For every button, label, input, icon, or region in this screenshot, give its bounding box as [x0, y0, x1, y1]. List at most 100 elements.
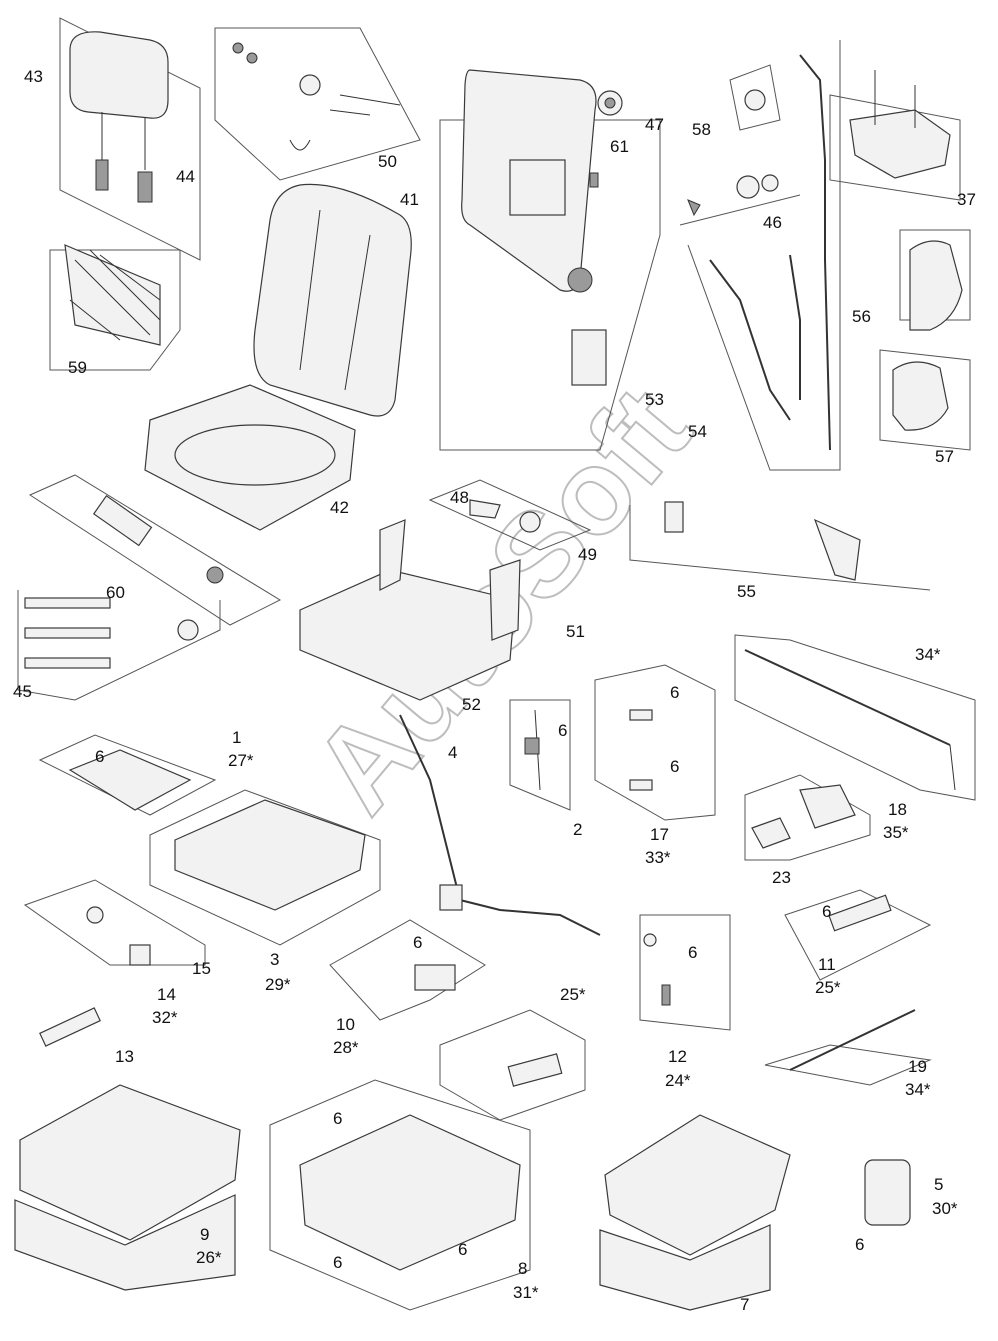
part-42-seat-cushion[interactable]	[144, 384, 356, 531]
callout-5: 5	[934, 1175, 943, 1194]
part-11-damper[interactable]	[784, 889, 932, 981]
callout-6-i: 6	[855, 1235, 864, 1254]
callout-4: 4	[448, 743, 457, 762]
part-18-handle[interactable]	[744, 774, 871, 861]
part-25-actuator[interactable]	[439, 1009, 586, 1121]
part-54-wiring-harness[interactable]	[687, 40, 841, 471]
callout-47: 47	[645, 115, 664, 134]
callout-labels: 43 44 41 50 47 61 58 46 37 56 53 54 57 5…	[13, 67, 976, 1314]
part-43-headrest[interactable]	[59, 17, 201, 261]
callout-54: 54	[688, 422, 707, 441]
part-14-bracket[interactable]	[129, 944, 151, 966]
callout-15: 15	[192, 959, 211, 978]
part-5-valve[interactable]	[864, 1159, 911, 1226]
part-19-rod[interactable]	[764, 1009, 932, 1086]
part-55-seat-belt[interactable]	[629, 501, 931, 591]
part-45-slide-rails[interactable]	[17, 590, 221, 701]
callout-60: 60	[106, 583, 125, 602]
part-10-motor[interactable]	[329, 919, 486, 1021]
part-4-wiring[interactable]	[399, 714, 601, 936]
callout-6-g: 6	[688, 943, 697, 962]
part-53-backrest-frame[interactable]	[439, 69, 661, 451]
part-56-side-cover[interactable]	[899, 229, 971, 331]
callout-11: 11	[818, 955, 836, 974]
part-13-gas-spring[interactable]	[39, 1007, 101, 1047]
callout-55: 55	[737, 582, 756, 601]
callout-7: 7	[740, 1295, 749, 1314]
part-34-rod[interactable]	[734, 634, 976, 801]
part-7-suspension-assembly[interactable]	[599, 1114, 791, 1311]
part-23-grip[interactable]	[751, 817, 791, 849]
part-9-bellows[interactable]	[14, 1084, 241, 1291]
callout-57: 57	[935, 447, 954, 466]
callout-14: 14	[157, 985, 176, 1004]
callout-12: 12	[668, 1047, 687, 1066]
callout-52: 52	[462, 695, 481, 714]
callout-37: 37	[957, 190, 976, 209]
callout-8: 8	[518, 1259, 527, 1278]
callout-41: 41	[400, 190, 419, 209]
callout-25a: 25*	[815, 978, 841, 997]
part-1-base-plate[interactable]	[38, 734, 217, 816]
callout-44: 44	[176, 167, 195, 186]
part-59-storage-net[interactable]	[49, 244, 181, 371]
callout-19: 19	[908, 1057, 927, 1076]
callout-34a: 34*	[915, 645, 941, 664]
callout-33: 33*	[645, 848, 671, 867]
part-15-latch[interactable]	[23, 879, 206, 966]
callout-32: 32*	[152, 1008, 178, 1027]
callout-2: 2	[573, 820, 582, 839]
part-37-pad[interactable]	[829, 70, 961, 201]
callout-6-h: 6	[333, 1109, 342, 1128]
part-17-brackets[interactable]	[594, 664, 716, 821]
part-52-seat-frame[interactable]	[299, 519, 521, 701]
callout-45: 45	[13, 682, 32, 701]
callout-13: 13	[115, 1047, 134, 1066]
part-2-cable[interactable]	[509, 699, 571, 811]
callout-6-k: 6	[333, 1253, 342, 1272]
part-46-lumbar-knob[interactable]	[679, 174, 801, 226]
callout-34b: 34*	[905, 1080, 931, 1099]
callout-17: 17	[650, 825, 669, 844]
callout-23: 23	[772, 868, 791, 887]
part-47-knob[interactable]	[597, 90, 623, 116]
part-41-backrest[interactable]	[253, 183, 412, 417]
callout-56: 56	[852, 307, 871, 326]
callout-6-c: 6	[670, 757, 679, 776]
callout-43: 43	[24, 67, 43, 86]
part-48-49-lever-assembly[interactable]	[428, 479, 592, 551]
callout-6-f: 6	[413, 933, 422, 952]
callout-6-d: 6	[95, 747, 104, 766]
callout-25b: 25*	[560, 985, 586, 1004]
callout-42: 42	[330, 498, 349, 517]
part-61-clip[interactable]	[589, 172, 599, 188]
callout-10: 10	[336, 1015, 355, 1034]
part-58-lever[interactable]	[729, 64, 781, 131]
callout-6-j: 6	[458, 1240, 467, 1259]
callout-50: 50	[378, 152, 397, 171]
callout-6-a: 6	[670, 683, 679, 702]
callout-28: 28*	[333, 1038, 359, 1057]
part-12-fasteners[interactable]	[639, 914, 731, 1031]
part-57-side-cover[interactable]	[879, 349, 971, 451]
callout-59: 59	[68, 358, 87, 377]
callout-51: 51	[566, 622, 585, 641]
callout-18: 18	[888, 800, 907, 819]
callout-48: 48	[450, 488, 469, 507]
part-3-suspension-top[interactable]	[149, 789, 381, 946]
part-8-base[interactable]	[269, 1079, 531, 1311]
part-60-armrest-bracket[interactable]	[28, 474, 282, 626]
callout-49: 49	[578, 545, 597, 564]
callout-26: 26*	[196, 1248, 222, 1267]
callout-30: 30*	[932, 1199, 958, 1218]
part-50-hardware-kit[interactable]	[214, 27, 421, 181]
callout-31: 31*	[513, 1283, 539, 1302]
callout-9: 9	[200, 1225, 209, 1244]
callout-24: 24*	[665, 1071, 691, 1090]
callout-27: 27*	[228, 751, 254, 770]
callout-53: 53	[645, 390, 664, 409]
callout-58: 58	[692, 120, 711, 139]
callout-6-b: 6	[558, 721, 567, 740]
callout-61: 61	[610, 137, 629, 156]
